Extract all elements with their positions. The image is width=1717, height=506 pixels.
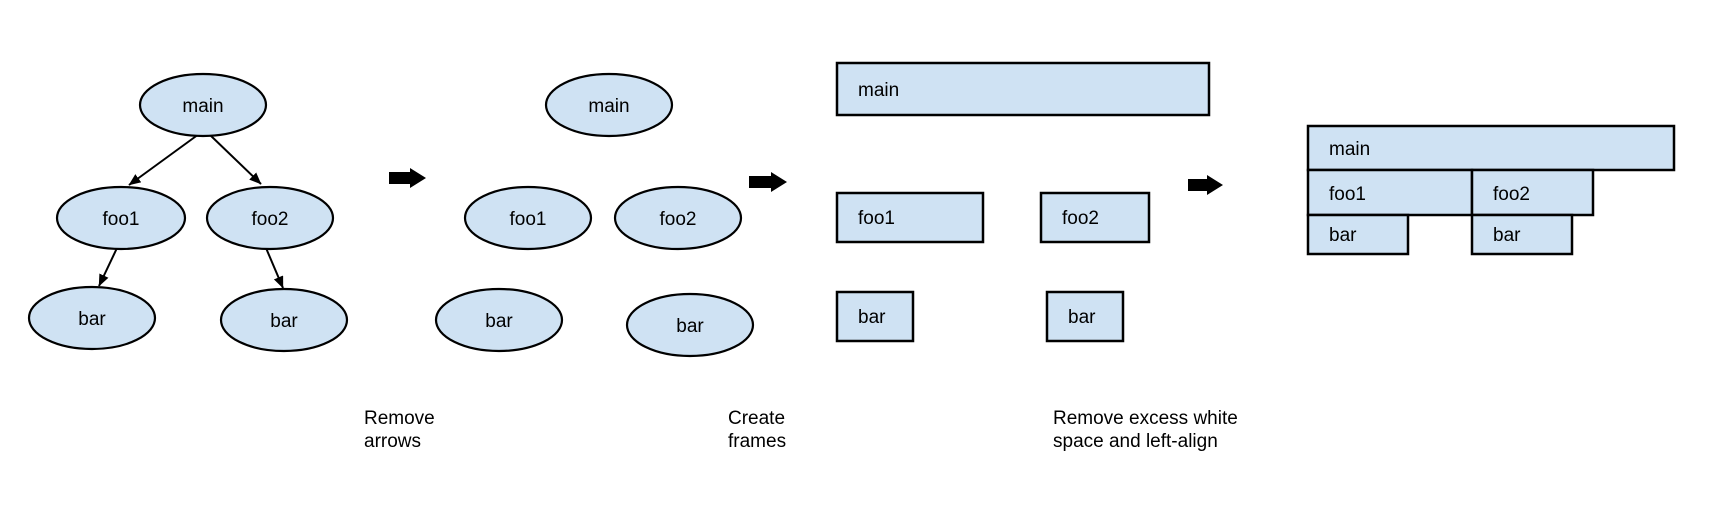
frame-rect [1470, 213, 1574, 256]
node-ellipse [205, 185, 335, 251]
node-label: main [182, 96, 223, 117]
frame-rect [1045, 290, 1125, 343]
edge-main-foo1 [128, 133, 200, 186]
flame-frame-main: main [1306, 124, 1676, 172]
step3-right-arrow-icon [1188, 175, 1223, 195]
tree2-node-foo2: foo2 [613, 185, 743, 251]
frame-label: bar [1068, 307, 1096, 328]
frame-label: foo2 [1493, 184, 1530, 205]
edge-foo2-bar [265, 247, 284, 289]
frame-label: main [858, 80, 899, 101]
frame-rect [835, 191, 985, 244]
tree-node-foo2: foo2 [205, 185, 335, 251]
frame-label: foo1 [1329, 184, 1366, 205]
frame-foo1: foo1 [835, 191, 985, 244]
flame-frame-bar-left: bar [1306, 213, 1410, 256]
node-label: foo1 [103, 209, 140, 230]
node-ellipse [138, 72, 268, 138]
frame-rect [1470, 168, 1595, 217]
flame-frame-foo2: foo2 [1470, 168, 1595, 217]
tree2-node-bar-left: bar [434, 287, 564, 353]
edge-main-foo2 [208, 133, 262, 185]
step1-caption-line2: arrows [364, 431, 421, 452]
frame-label: bar [1329, 225, 1357, 246]
panel-frames: main foo1 foo2 bar bar [835, 61, 1211, 343]
tree2-node-main: main [544, 72, 674, 138]
edge-foo1-bar [98, 247, 118, 287]
step3-caption-line2: space and left-align [1053, 431, 1218, 452]
tree-node-foo1: foo1 [55, 185, 187, 251]
frame-rect [1039, 191, 1151, 244]
frame-rect [835, 290, 915, 343]
frame-label: main [1329, 139, 1370, 160]
node-label: foo2 [252, 209, 289, 230]
frame-label: bar [1493, 225, 1521, 246]
frame-rect [835, 61, 1211, 117]
node-ellipse [544, 72, 674, 138]
step-captions: Remove arrows Create frames Remove exces… [364, 408, 1238, 452]
flame-frame-foo1: foo1 [1306, 168, 1474, 217]
tree2-node-bar-right: bar [625, 292, 755, 358]
frame-bar-left: bar [835, 290, 915, 343]
panel-tree-no-arrows: main foo1 foo2 bar bar [434, 72, 755, 358]
flame-frame-bar-right: bar [1470, 213, 1574, 256]
step2-right-arrow-icon [749, 172, 787, 192]
frame-rect [1306, 213, 1410, 256]
tree-node-bar-left: bar [27, 285, 157, 351]
tree2-node-foo1: foo1 [463, 185, 593, 251]
frame-rect [1306, 124, 1676, 172]
frame-label: foo1 [858, 208, 895, 229]
tree-node-main: main [138, 72, 268, 138]
node-label: main [588, 96, 629, 117]
frame-main: main [835, 61, 1211, 117]
node-ellipse [219, 287, 349, 353]
node-ellipse [27, 285, 157, 351]
step2-caption-line2: frames [728, 431, 786, 452]
frame-bar-right: bar [1045, 290, 1125, 343]
node-ellipse [625, 292, 755, 358]
node-label: bar [78, 309, 106, 330]
step3-caption-line1: Remove excess white [1053, 408, 1238, 429]
node-ellipse [463, 185, 593, 251]
frame-label: bar [858, 307, 886, 328]
node-ellipse [434, 287, 564, 353]
node-label: bar [485, 311, 513, 332]
frame-foo2: foo2 [1039, 191, 1151, 244]
node-ellipse [55, 185, 187, 251]
node-label: foo1 [510, 209, 547, 230]
step1-right-arrow-icon [389, 168, 426, 188]
node-label: foo2 [660, 209, 697, 230]
step1-caption-line1: Remove [364, 408, 435, 429]
step2-caption-line1: Create [728, 408, 785, 429]
frame-label: foo2 [1062, 208, 1099, 229]
node-label: bar [270, 311, 298, 332]
panel-call-tree: main foo1 foo2 bar bar [27, 72, 349, 353]
node-ellipse [613, 185, 743, 251]
node-label: bar [676, 316, 704, 337]
tree-node-bar-right: bar [219, 287, 349, 353]
panel-flame-graph: main foo1 foo2 bar bar [1306, 124, 1676, 256]
